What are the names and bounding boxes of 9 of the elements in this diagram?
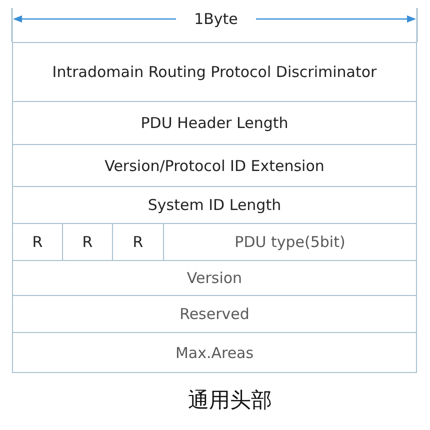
header-field: Max.Areas [12,332,417,373]
header-field: Version [12,260,417,296]
dimension-label: 1Byte [193,10,239,28]
caption: 通用头部 [187,387,273,414]
header-field: PDU Header Length [12,101,417,145]
header-field: Intradomain Routing Protocol Discriminator [12,42,417,102]
header-field: Version/Protocol ID Extension [12,144,417,187]
header-field: System ID Length [12,186,417,224]
header-field: Reserved [12,295,417,333]
